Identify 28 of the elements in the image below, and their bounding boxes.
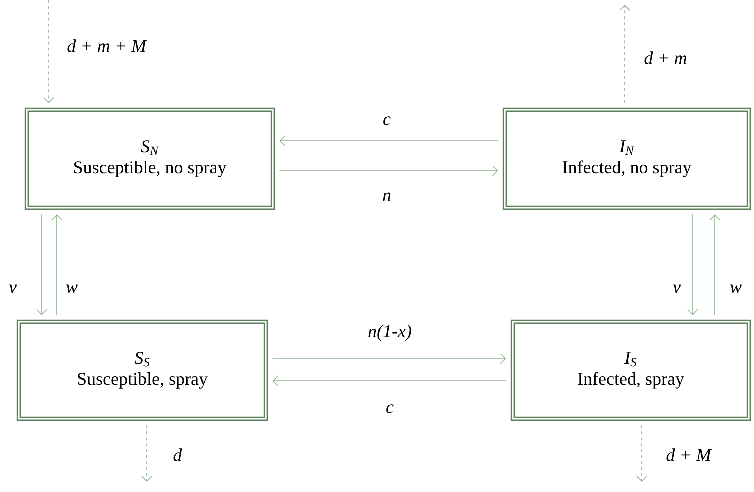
edge-label: v [9, 284, 17, 294]
dashed-arrow [636, 425, 648, 482]
state-box: I$_{N}$ Infected, no spray [502, 108, 752, 210]
arrow [688, 214, 698, 316]
edge-label: d + M [666, 448, 712, 462]
arrow [36, 214, 48, 316]
arrow [279, 166, 498, 176]
edge-label: c [384, 116, 391, 126]
arrow [272, 376, 507, 386]
edge-label: d [174, 448, 182, 462]
arrow [272, 354, 506, 364]
edge-label: w [730, 284, 742, 294]
state-box: S$_{S}$ Susceptible, spray [16, 320, 268, 422]
edge-label: c [386, 404, 394, 414]
arrow [710, 214, 720, 316]
dashed-arrow [620, 5, 630, 104]
dashed-arrow [142, 425, 152, 482]
edge-label: d + m + M [68, 40, 148, 52]
arrow [280, 136, 499, 146]
arrow [52, 214, 62, 316]
edge-label: v [673, 284, 681, 294]
edge-label: n(1-x) [368, 324, 412, 342]
edge-label: n [383, 192, 391, 202]
dashed-arrow [44, 0, 54, 104]
state-box: I$_{S}$ Infected, spray [510, 320, 752, 422]
state-box: S$_{N}$ Susceptible, no spray [24, 108, 276, 210]
edge-label: d + m [644, 52, 687, 64]
edge-label: w [66, 284, 78, 294]
